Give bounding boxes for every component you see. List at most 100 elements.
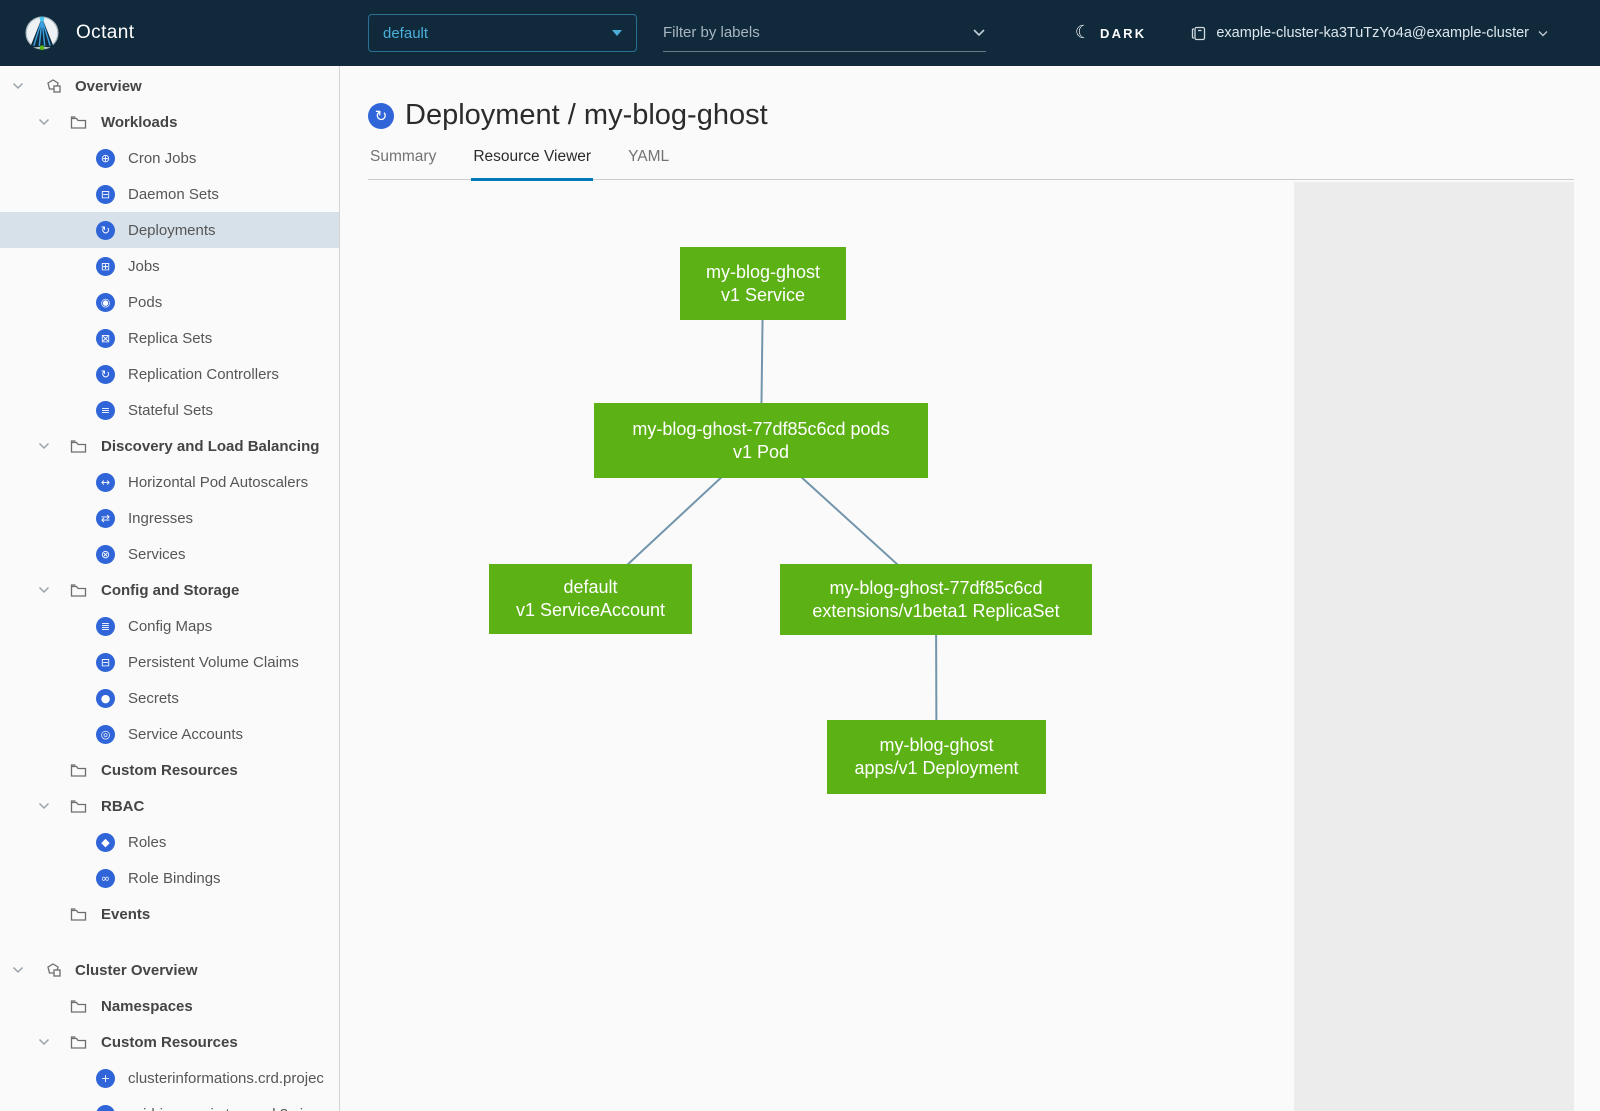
sidebar-item-roles[interactable]: ◆Roles (0, 824, 339, 860)
folder-icon (69, 999, 88, 1014)
folder-icon (69, 1035, 88, 1050)
sidebar-item-label: Deployments (128, 221, 216, 239)
graph-node-kind: v1 Pod (732, 441, 790, 462)
k8s-resource-glyph: ◎ (96, 724, 115, 744)
k8s-resource-glyph: ↔ (96, 472, 115, 492)
sidebar-item-daemon-sets[interactable]: ⊟Daemon Sets (0, 176, 339, 212)
secrets-resource-icon: ● (96, 688, 115, 708)
service-accounts-resource-icon: ◎ (96, 724, 115, 744)
namespace-select[interactable]: default (368, 14, 637, 52)
label-filter-input[interactable]: Filter by labels (663, 15, 986, 52)
replication-controllers-resource-icon: ↻ (96, 364, 115, 384)
chevron-down-icon[interactable] (12, 966, 26, 974)
stateful-sets-resource-icon: ≡ (96, 400, 115, 420)
sidebar-item-clusterinformations-crd-projec[interactable]: + clusterinformations.crd.projec (0, 1060, 339, 1096)
sidebar-spacer (0, 932, 339, 952)
chevron-down-icon[interactable] (38, 802, 52, 810)
app-header: Octant default Filter by labels ☾ DARK e… (0, 0, 1600, 66)
sidebar-item-label: Stateful Sets (128, 401, 214, 419)
k8s-resource-glyph: ● (96, 688, 115, 708)
sidebar-item-label: Service Accounts (128, 725, 244, 743)
k8s-resource-glyph: ⊞ (96, 256, 115, 276)
sidebar-item-namespaces[interactable]: Namespaces (0, 988, 339, 1024)
sidebar-item-custom-resources[interactable]: Custom Resources (0, 752, 339, 788)
folder-icon (69, 115, 88, 130)
k8s-resource-glyph: ⊟ (96, 652, 115, 672)
cluster-selector[interactable]: example-cluster-ka3TuTzYo4a@example-clus… (1190, 25, 1548, 42)
graph-node-name: my-blog-ghost (705, 261, 821, 282)
sidebar-item-config-maps[interactable]: ≣Config Maps (0, 608, 339, 644)
chevron-down-icon[interactable] (38, 442, 52, 450)
chevron-down-icon[interactable] (38, 118, 52, 126)
sidebar-item-events[interactable]: Events (0, 896, 339, 932)
folder-icon (69, 439, 88, 454)
sidebar-item-overview[interactable]: Overview (0, 68, 339, 104)
sidebar-item-persistent-volume-claims[interactable]: ⊟Persistent Volume Claims (0, 644, 339, 680)
role-bindings-resource-icon: ∞ (96, 868, 115, 888)
objects-icon (43, 962, 62, 978)
sidebar-item-custom-resources[interactable]: Custom Resources (0, 1024, 339, 1060)
sidebar-item-label: Discovery and Load Balancing (101, 437, 320, 455)
tab-resource-viewer[interactable]: Resource Viewer (471, 148, 594, 181)
sidebar-item-services[interactable]: ⊗Services (0, 536, 339, 572)
sidebar-item-label: Services (128, 545, 186, 563)
sidebar-item-stateful-sets[interactable]: ≡ Stateful Sets (0, 392, 339, 428)
sidebar-item-ingresses[interactable]: ⇄Ingresses (0, 500, 339, 536)
sidebar-item-csidrivers-csi-storage-k8s-io[interactable]: +csidrivers.csi.storage.k8s.io (0, 1096, 339, 1111)
sidebar-item-label: Custom Resources (101, 1033, 238, 1051)
sidebar-item-service-accounts[interactable]: ◎ Service Accounts (0, 716, 339, 752)
sidebar-item-replica-sets[interactable]: ⊠Replica Sets (0, 320, 339, 356)
cluster-icon (1190, 25, 1207, 42)
folder-icon (69, 763, 88, 778)
cluster-label: example-cluster-ka3TuTzYo4a@example-clus… (1216, 25, 1529, 41)
sidebar-item-jobs[interactable]: ⊞Jobs (0, 248, 339, 284)
page-title-row: ↻ Deployment / my-blog-ghost (368, 99, 1600, 132)
chevron-down-icon[interactable] (12, 82, 26, 90)
k8s-resource-glyph: ↻ (96, 364, 115, 384)
sidebar-item-deployments[interactable]: ↻ Deployments (0, 212, 339, 248)
sidebar-item-label: Horizontal Pod Autoscalers (128, 473, 309, 491)
chevron-down-icon[interactable] (38, 1038, 52, 1046)
sidebar-item-horizontal-pod-autoscalers[interactable]: ↔ Horizontal Pod Autoscalers (0, 464, 339, 500)
tab-yaml[interactable]: YAML (628, 148, 670, 165)
moon-icon: ☾ (1074, 22, 1091, 43)
sidebar-item-label: Ingresses (128, 509, 194, 527)
pods-resource-icon: ◉ (96, 292, 115, 312)
tab-bar: Summary Resource Viewer YAML (368, 148, 1574, 181)
horizontal-pod-autoscalers-resource-icon: ↔ (96, 472, 115, 492)
sidebar-item-rbac[interactable]: RBAC (0, 788, 339, 824)
sidebar-item-cluster-overview[interactable]: Cluster Overview (0, 952, 339, 988)
sidebar-item-label: Config Maps (128, 617, 213, 635)
sidebar-item-label: Workloads (101, 113, 178, 131)
namespace-select-value: default (383, 24, 429, 42)
sidebar-item-pods[interactable]: ◉Pods (0, 284, 339, 320)
sidebar-item-label: Custom Resources (101, 761, 238, 779)
sidebar-item-cron-jobs[interactable]: ⊕Cron Jobs (0, 140, 339, 176)
sidebar-item-label: clusterinformations.crd.projec (128, 1069, 324, 1087)
sidebar-item-secrets[interactable]: ●Secrets (0, 680, 339, 716)
sidebar-item-replication-controllers[interactable]: ↻ Replication Controllers (0, 356, 339, 392)
sidebar-item-config-and-storage[interactable]: Config and Storage (0, 572, 339, 608)
theme-toggle-label: DARK (1100, 25, 1147, 41)
sidebar-item-label: Replication Controllers (128, 365, 279, 383)
sidebar-item-role-bindings[interactable]: ∞Role Bindings (0, 860, 339, 896)
sidebar-item-workloads[interactable]: Workloads (0, 104, 339, 140)
k8s-resource-glyph: ≡ (96, 400, 115, 420)
tab-summary[interactable]: Summary (370, 148, 437, 165)
label-filter-placeholder: Filter by labels (663, 24, 760, 41)
theme-toggle-button[interactable]: ☾ DARK (1075, 24, 1147, 42)
roles-resource-icon: ◆ (96, 832, 115, 852)
deployments-resource-icon: ↻ (96, 220, 115, 240)
sidebar-item-discovery-and-load-balancing[interactable]: Discovery and Load Balancing (0, 428, 339, 464)
sidebar-item-label: Daemon Sets (128, 185, 219, 203)
octant-logo-icon (22, 13, 62, 53)
k8s-resource-glyph: + (96, 1068, 115, 1088)
chevron-down-icon[interactable] (38, 586, 52, 594)
k8s-resource-glyph: ↻ (96, 220, 115, 240)
k8s-resource-glyph: + (96, 1104, 115, 1111)
